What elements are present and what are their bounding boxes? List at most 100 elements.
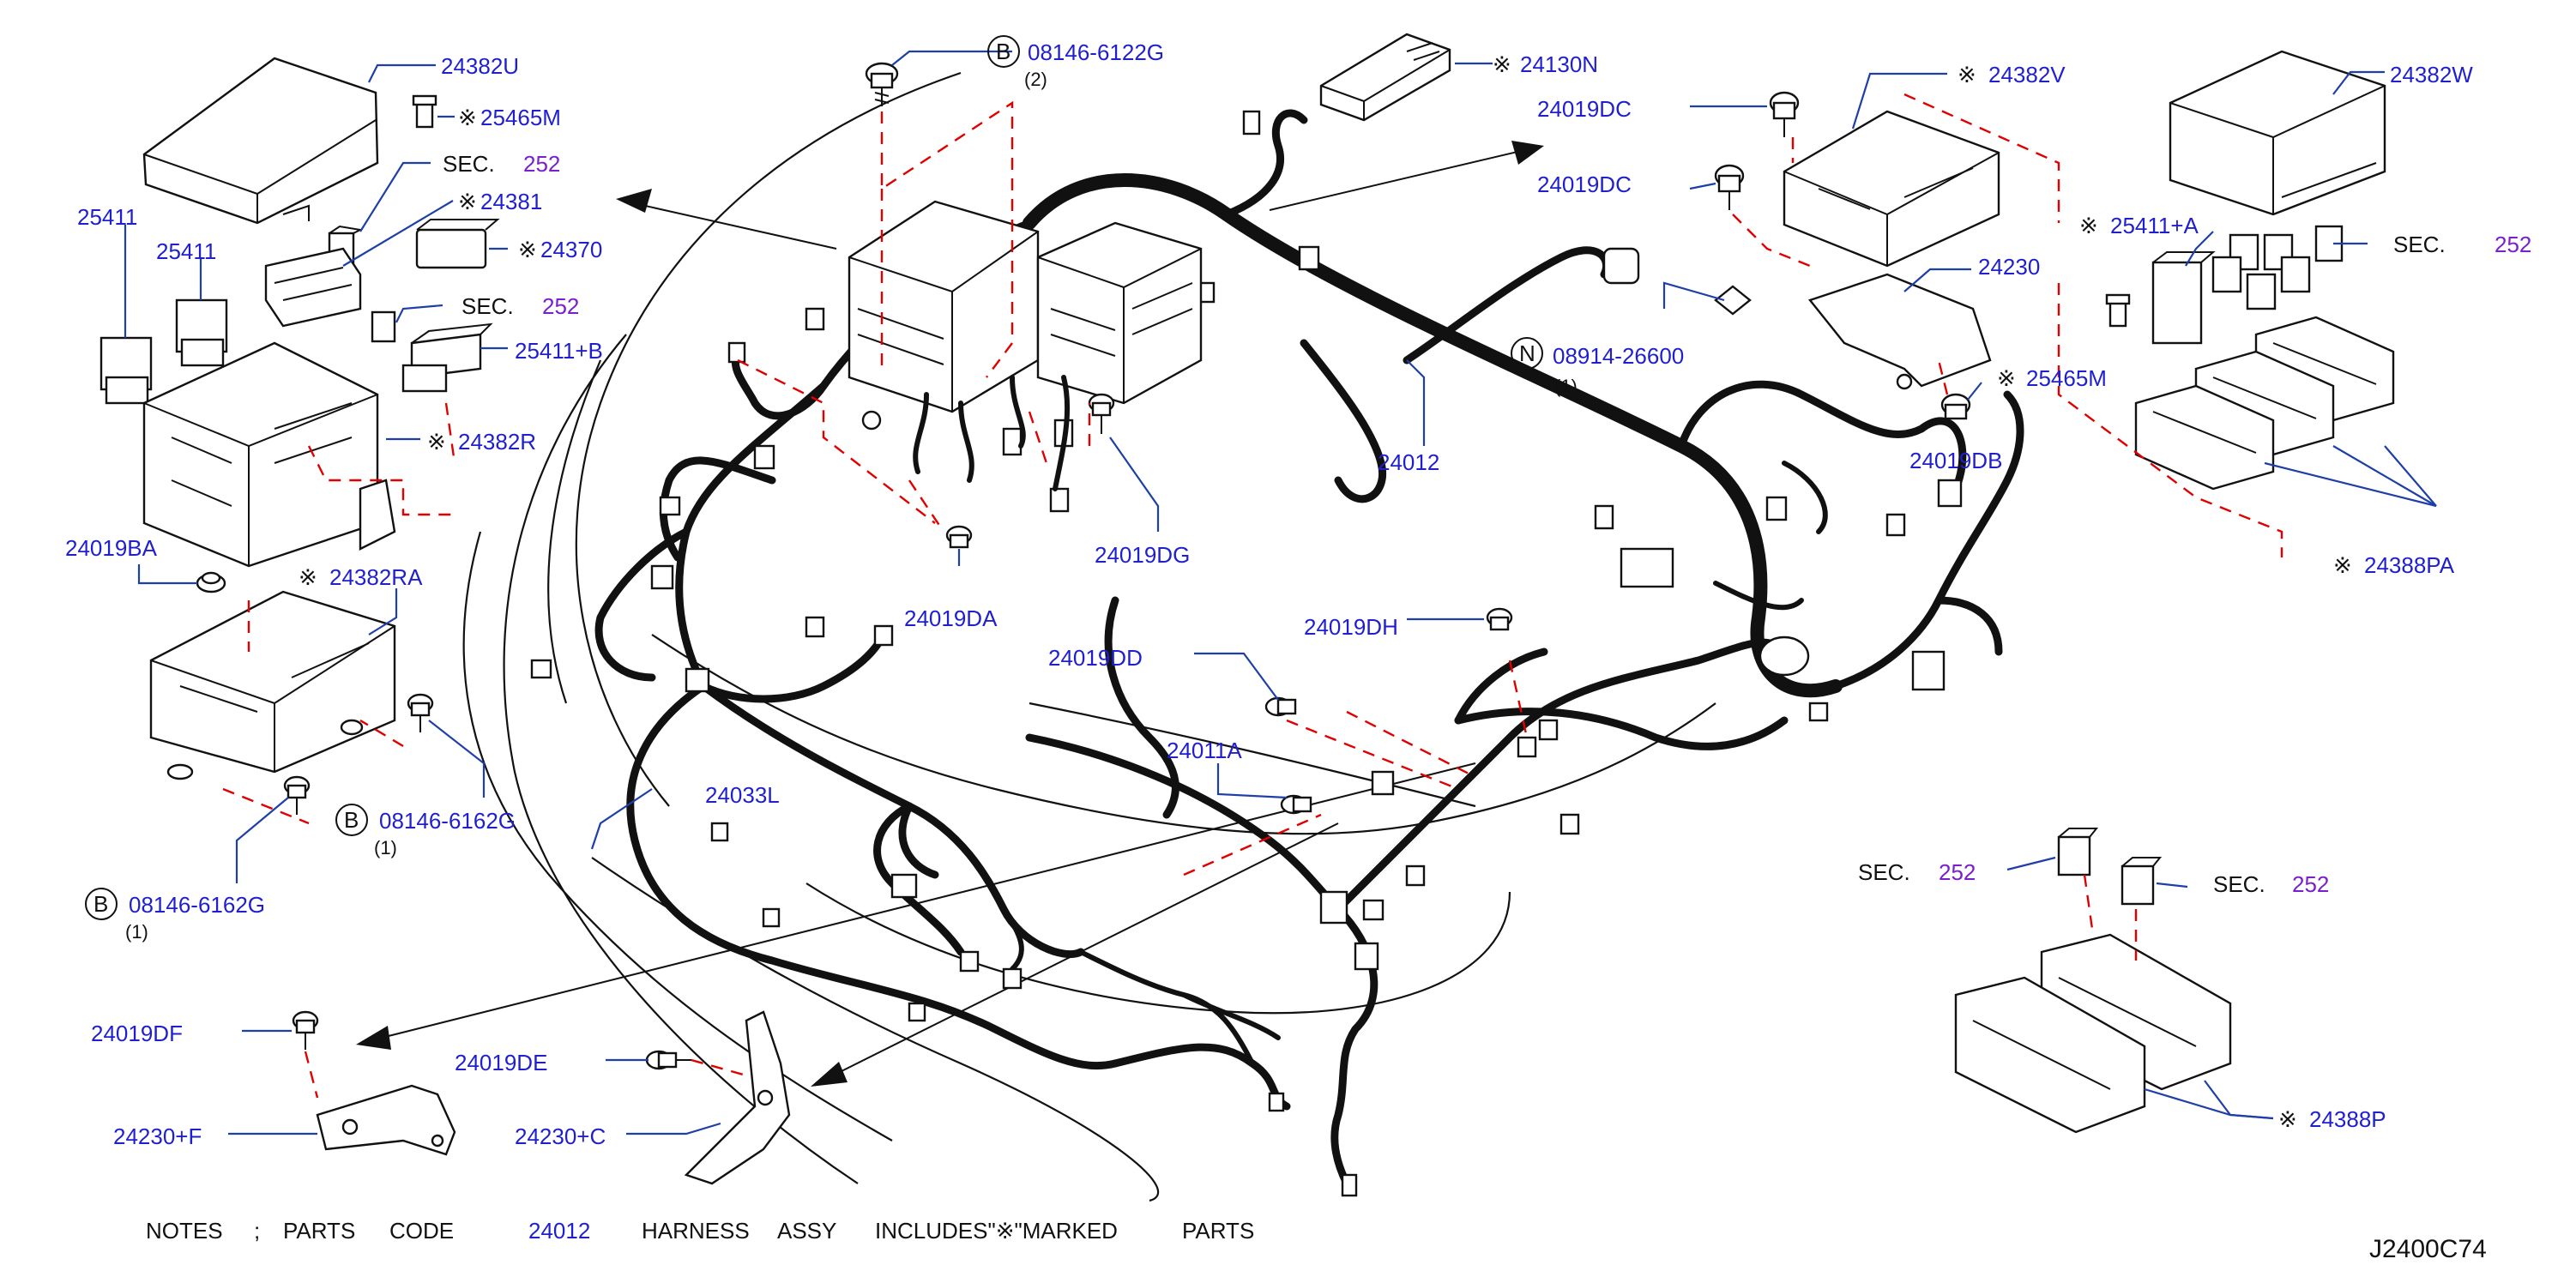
bolt-08146-6122G (865, 62, 899, 106)
marker-symbol: ※ (2333, 552, 2352, 578)
connector-icon (1341, 1173, 1358, 1197)
connector-icon (805, 307, 825, 331)
grommet-icon (1759, 635, 1810, 677)
relay-blocks-24388P (1954, 933, 2232, 1134)
notes-semicolon: ; (254, 1218, 260, 1244)
connector-icon (659, 496, 681, 516)
circle-b-letter: B (94, 891, 108, 917)
notes-parts: PARTS (283, 1218, 355, 1244)
notes-word: NOTES (146, 1218, 223, 1244)
bolt-08146-6162G-b (283, 775, 311, 815)
diagram-id: J2400C74 (2369, 1235, 2487, 1263)
label-24019DB: 24019DB (1909, 448, 2002, 473)
label-24019DA: 24019DA (904, 605, 998, 631)
box-24382W (2169, 50, 2386, 216)
qty-label: (1) (374, 837, 397, 858)
qty-label: (2) (1024, 69, 1047, 90)
harness-bolts (945, 393, 1513, 815)
bolt-08146-6162G-a (407, 693, 434, 732)
harness-connectors (530, 110, 1963, 1197)
qty-label: (1) (125, 921, 148, 943)
label-24011A: 24011A (1167, 738, 1242, 763)
relay-blocks-24388PA (2134, 316, 2395, 491)
connector-icon (1517, 736, 1537, 758)
bolts-24019DC (1714, 91, 1800, 210)
circle-b-icon (335, 804, 368, 836)
connector-icon (727, 341, 746, 364)
label-08914-26600: 08914-26600 (1553, 343, 1684, 369)
connector-icon (650, 564, 674, 590)
connector-icon (1808, 702, 1829, 722)
label-24033L: 24033L (705, 782, 780, 808)
arrow-head-icon (1511, 141, 1544, 165)
central-relay-box-assembly (848, 200, 1203, 491)
label-24382W: 24382W (2390, 62, 2473, 87)
relay-24381 (264, 247, 362, 328)
label-25411A: 25411+A (2110, 213, 2199, 238)
marker-symbol: ※ (2079, 213, 2098, 238)
label-08146-6162G: 08146-6162G (379, 808, 516, 834)
sec-prefix: SEC. (2393, 232, 2446, 257)
label-24230C: 24230+C (515, 1123, 606, 1149)
label-24019DC: 24019DC (1537, 96, 1632, 122)
leader-lines (124, 50, 2437, 1135)
connector-icon (1354, 942, 1379, 971)
fuse-box-24382R (142, 341, 396, 568)
label-24370: 24370 (540, 237, 602, 262)
label-24019DH: 24019DH (1304, 614, 1398, 640)
bolt-24019DE (645, 1050, 691, 1070)
marker-symbol: ※ (299, 564, 317, 590)
fuse-box-cover-24382U (142, 57, 379, 225)
connector-icon (805, 616, 825, 638)
label-24019DG: 24019DG (1095, 542, 1190, 568)
label-24130N: 24130N (1520, 51, 1598, 77)
connector-icon (762, 907, 781, 928)
relay-25411B (401, 322, 493, 393)
sec-number: 252 (542, 293, 579, 319)
label-24382V: 24382V (1988, 62, 2066, 87)
grommet-24019BA (196, 571, 226, 593)
connector-icon (1911, 650, 1946, 691)
circle-b-letter: B (996, 39, 1010, 64)
label-24388P: 24388P (2309, 1106, 2386, 1132)
arrow-head-icon (356, 1026, 391, 1050)
label-24019DC: 24019DC (1537, 172, 1632, 197)
connector-icon (908, 1002, 926, 1022)
marker-symbol: ※ (458, 105, 477, 130)
relay-25411A (2151, 251, 2216, 345)
bracket-24230C (684, 1010, 791, 1185)
connector-icon (753, 444, 775, 470)
label-24382RA: 24382RA (329, 564, 423, 590)
label-08146-6122G: 08146-6122G (1028, 39, 1164, 65)
connector-icon (685, 667, 710, 693)
label-24019DD: 24019DD (1048, 645, 1143, 671)
connector-icon (710, 822, 729, 842)
label-25411: 25411 (156, 238, 216, 264)
relay-24370 (415, 219, 500, 269)
connector-icon (1405, 864, 1426, 887)
connector-icon (1268, 1092, 1285, 1112)
label-24381: 24381 (480, 189, 542, 214)
qty-label: (1) (1554, 376, 1578, 397)
relays-sec-252-c (2211, 225, 2344, 310)
connector-icon (1002, 967, 1023, 990)
connector-icon (1371, 770, 1395, 796)
circle-b-icon (987, 35, 1020, 68)
connector-icon (1765, 496, 1788, 521)
label-24382R: 24382R (458, 429, 536, 455)
grommet-icon (1602, 247, 1640, 285)
sec-number: 252 (1939, 859, 1976, 885)
circle-n-icon (1511, 337, 1543, 370)
label-24230F: 24230+F (113, 1123, 202, 1149)
connector-icon (1298, 245, 1320, 271)
sec-number: 252 (2292, 871, 2329, 897)
connector-icon (1538, 719, 1559, 741)
relays-sec-252-d-e (2057, 828, 2163, 906)
connector-icon (1559, 813, 1580, 835)
marker-symbol: ※ (1958, 62, 1976, 87)
label-25465M: 25465M (2026, 365, 2107, 391)
relay-sec-252-b (371, 310, 396, 343)
sec-prefix: SEC. (1858, 859, 1910, 885)
